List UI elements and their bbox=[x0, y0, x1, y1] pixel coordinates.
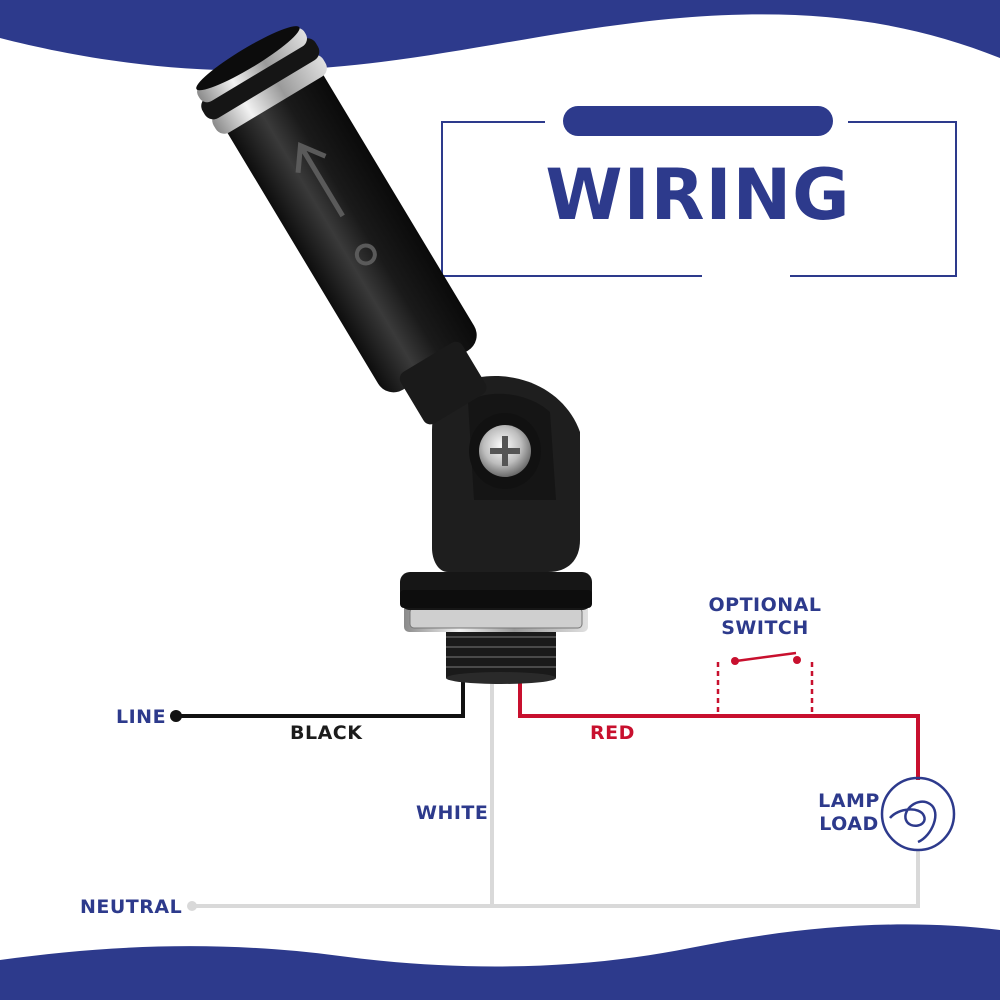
title-frame bbox=[441, 121, 957, 277]
switch-contact-right bbox=[793, 656, 801, 664]
bottom-wave bbox=[0, 924, 1000, 1000]
optional-switch-line-1: OPTIONAL bbox=[708, 594, 822, 616]
photocell-sensor-icon bbox=[196, 26, 592, 684]
red-wire bbox=[518, 672, 920, 780]
title-bar bbox=[563, 106, 833, 136]
black-wire bbox=[176, 672, 465, 718]
optional-switch-label: OPTIONAL SWITCH bbox=[700, 594, 830, 640]
neutral-wire bbox=[192, 850, 920, 908]
neutral-terminal bbox=[187, 901, 197, 911]
sensor-tube bbox=[196, 26, 487, 425]
black-wire-label: BLACK bbox=[290, 722, 363, 744]
lamp-load-line-1: LAMP bbox=[818, 790, 880, 812]
adjustment-screw bbox=[469, 413, 541, 489]
white-wire-label: WHITE bbox=[416, 802, 489, 824]
lamp-coil-icon bbox=[880, 776, 956, 852]
page-title: WIRING bbox=[545, 154, 851, 236]
lamp-load-label: LAMP LOAD bbox=[812, 790, 886, 836]
threaded-nipple bbox=[446, 628, 556, 684]
lock-nut bbox=[400, 572, 592, 632]
red-wire-label: RED bbox=[590, 722, 635, 744]
optional-switch-line-2: SWITCH bbox=[721, 616, 809, 639]
line-label: LINE bbox=[116, 706, 167, 728]
neutral-label: NEUTRAL bbox=[80, 896, 183, 918]
switch-contact-left bbox=[731, 657, 739, 665]
top-wave bbox=[0, 0, 1000, 71]
switch-icon bbox=[716, 651, 814, 712]
line-terminal bbox=[170, 710, 182, 722]
lamp-load-line-2: LOAD bbox=[819, 812, 879, 835]
